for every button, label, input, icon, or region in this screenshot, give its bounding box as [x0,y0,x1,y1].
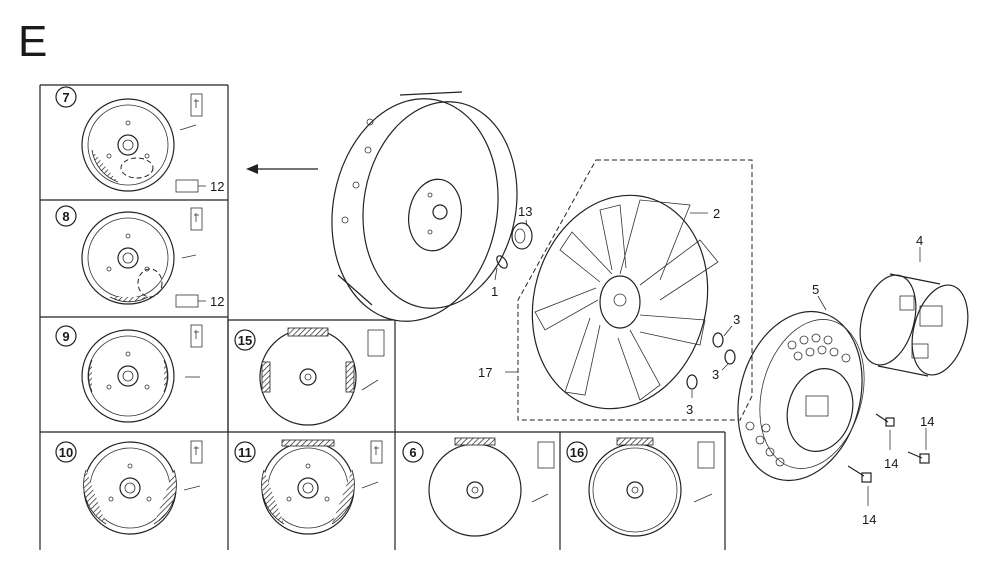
reference-arrow [246,164,318,174]
variant-panel-7: 7 12 [55,86,224,194]
callout-bolt-c: 14 [862,512,876,527]
callout-fan-assembly: 17 [478,365,492,380]
variant-panel-11: 11 [234,439,383,535]
key-part: 1 [491,255,508,299]
starter-cup: 4 [859,233,969,377]
fan-nuts: 3 3 3 [686,312,740,417]
panel-grid [39,84,726,550]
callout-nut-a: 3 [733,312,740,327]
variant-panel-15: 15 [234,327,385,426]
fan-assembly-box: 17 [478,159,753,421]
cooling-fan: 2 [531,194,720,410]
callout-nut: 13 [518,204,532,219]
flywheel [331,91,518,322]
tag-number: 12 [210,179,224,194]
callout-bolt-a: 14 [884,456,898,471]
callout-nut-b: 3 [712,367,719,382]
variant-panel-9: 9 [55,324,203,423]
panel-number: 11 [238,445,252,460]
variant-panel-10: 10 [55,440,203,535]
panel-number: 16 [570,445,584,460]
panel-number: 7 [62,90,69,105]
callout-starter-cup: 4 [916,233,923,248]
variant-panel-8: 8 12 [55,205,224,309]
callout-fan: 2 [713,206,720,221]
panel-number: 6 [409,445,416,460]
panel-number: 10 [59,445,73,460]
callout-nut-c: 3 [686,402,693,417]
starter-pulley: 5 [737,282,865,482]
panel-number: 9 [62,329,69,344]
tag-number: 12 [210,294,224,309]
callout-pulley: 5 [812,282,819,297]
variant-panel-16: 16 [566,437,715,537]
section-letter: E [18,17,47,66]
panel-number: 15 [238,333,252,348]
flange-bolts: 14 14 14 [847,413,934,527]
callout-key: 1 [491,284,498,299]
panel-number: 8 [62,209,69,224]
callout-bolt-b: 14 [920,414,934,429]
nut-part: 13 [511,204,533,250]
variant-panel-6: 6 [402,437,555,537]
